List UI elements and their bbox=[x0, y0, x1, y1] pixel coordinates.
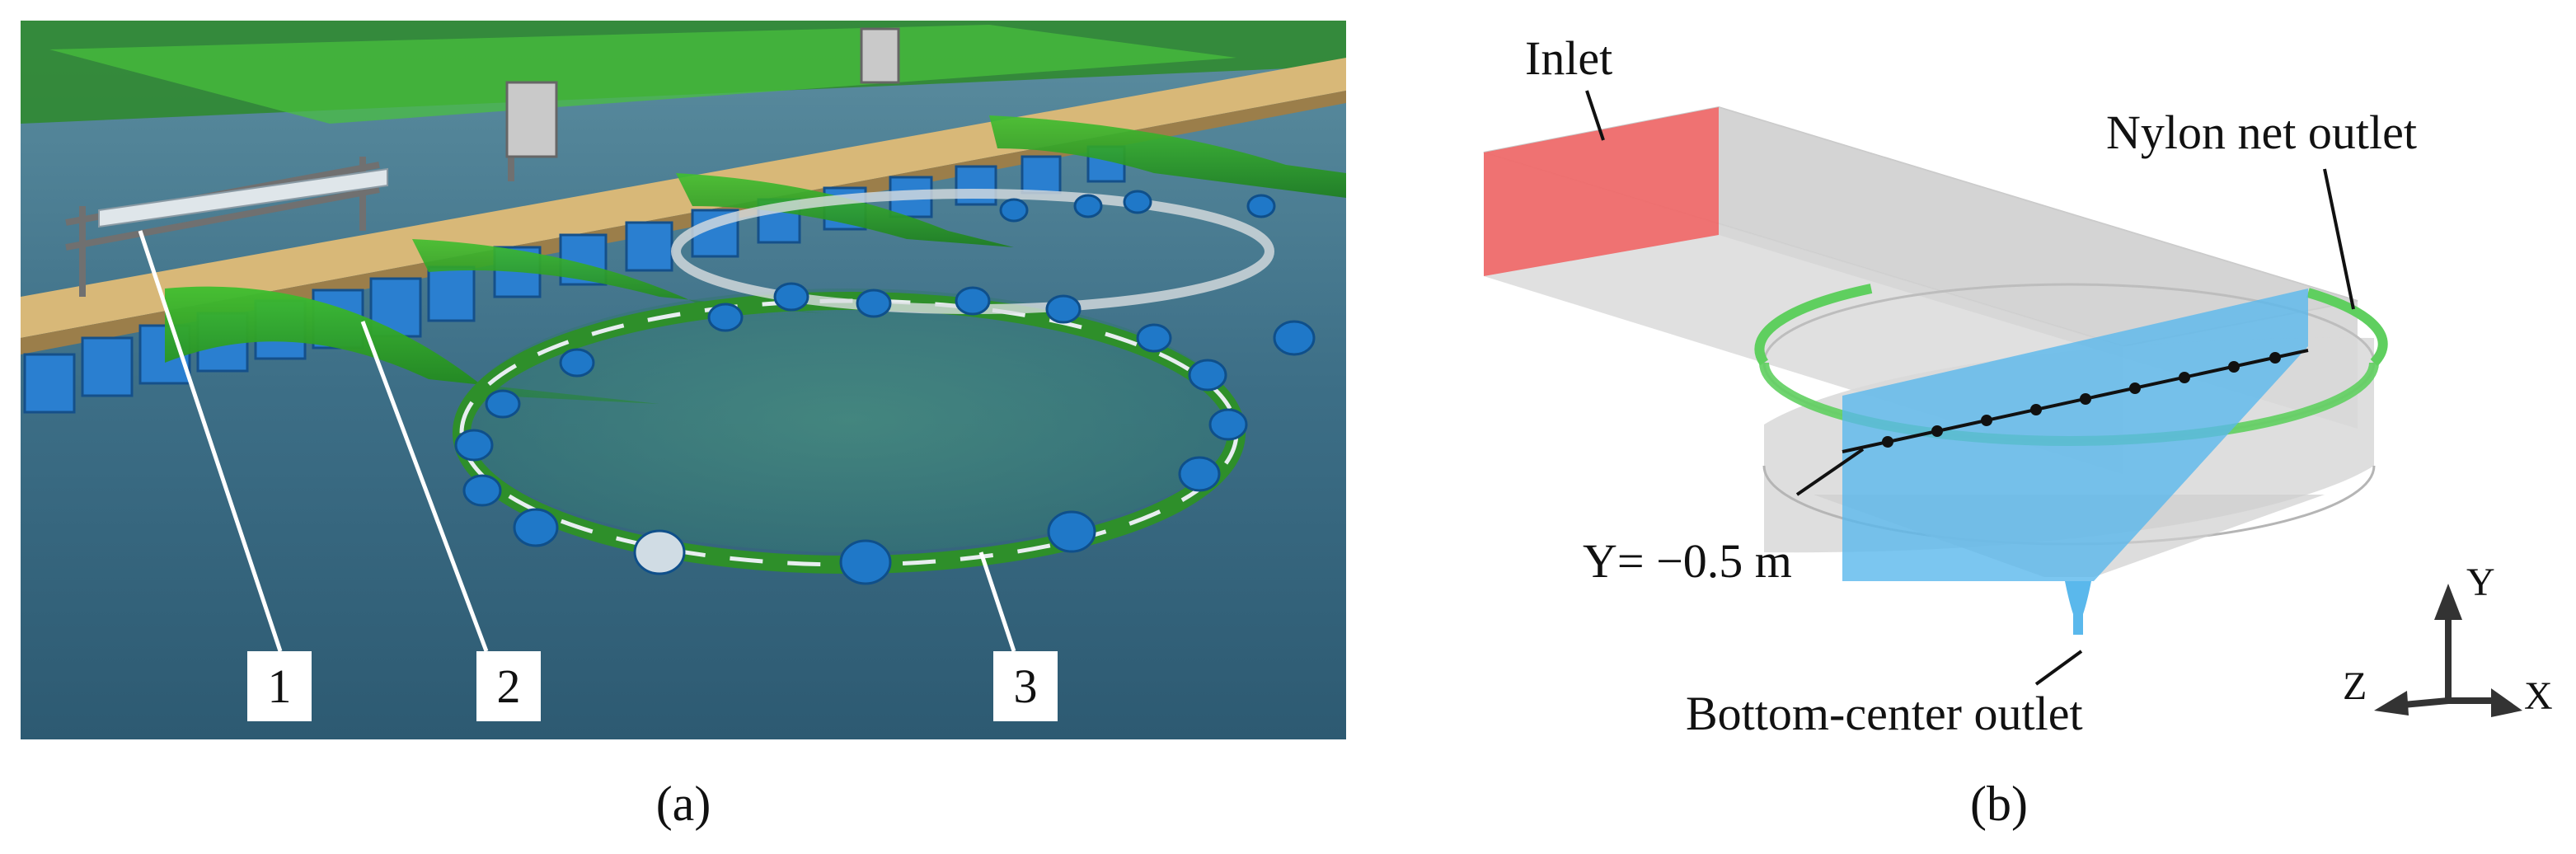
y-axis-arrow bbox=[2434, 584, 2462, 620]
leader-line-2 bbox=[360, 321, 489, 652]
inlet-label: Inlet bbox=[1525, 31, 1612, 85]
control-box bbox=[505, 81, 558, 158]
bottom-outlet-nozzle bbox=[2065, 581, 2091, 635]
svg-text:2: 2 bbox=[497, 659, 521, 713]
control-box-far bbox=[860, 27, 900, 84]
z-axis-label: Z bbox=[2343, 664, 2367, 708]
photo-label-3: 3 bbox=[993, 651, 1058, 721]
nylon-net-outlet-label: Nylon net outlet bbox=[2106, 106, 2417, 159]
section-plane bbox=[1842, 289, 2308, 581]
panel-a-photo: 1 2 3 bbox=[21, 21, 1346, 739]
net-ring-back-left bbox=[1754, 284, 1873, 366]
section-line-label: Y= −0.5 m bbox=[1583, 534, 1792, 588]
pipe bbox=[98, 167, 388, 228]
green-drain-net bbox=[165, 286, 659, 404]
bottom-center-outlet-label: Bottom-center outlet bbox=[1686, 687, 2083, 740]
z-axis bbox=[2402, 697, 2449, 708]
panel-b-caption: (b) bbox=[1970, 777, 2028, 831]
bottom-outlet-leader bbox=[2034, 650, 2083, 686]
leader-line-1 bbox=[138, 230, 283, 652]
panel-a-caption: (a) bbox=[656, 777, 711, 831]
distant-green-net bbox=[49, 25, 1236, 124]
svg-text:1: 1 bbox=[268, 659, 292, 713]
green-net-2 bbox=[412, 239, 824, 313]
net-outlet-leader bbox=[2323, 168, 2355, 310]
inlet-leader bbox=[1585, 90, 1605, 141]
photo-label-1: 1 bbox=[247, 651, 312, 721]
x-axis-label: X bbox=[2524, 674, 2553, 718]
z-axis-arrow bbox=[2374, 691, 2409, 716]
net-ring-back-right bbox=[2306, 288, 2388, 367]
inlet-face bbox=[1484, 107, 1719, 276]
leader-line-3 bbox=[978, 551, 1016, 652]
cage-floats bbox=[454, 190, 1316, 585]
photo-label-2: 2 bbox=[476, 651, 541, 721]
cage-water bbox=[462, 289, 1236, 552]
x-axis-arrow bbox=[2491, 688, 2522, 717]
green-net-4 bbox=[989, 115, 1346, 198]
panel-b-tank-schematic: Inlet Nylon net outlet Y= −0.5 m Bottom-… bbox=[1483, 31, 2553, 740]
y-axis-label: Y bbox=[2466, 561, 2495, 604]
svg-text:3: 3 bbox=[1014, 659, 1038, 713]
coordinate-axes: Y Z X bbox=[2343, 561, 2553, 718]
green-net-3 bbox=[676, 173, 1014, 247]
section-leader bbox=[1795, 448, 1865, 496]
walkway-edge bbox=[21, 91, 1346, 354]
measurement-points bbox=[1882, 352, 2281, 448]
